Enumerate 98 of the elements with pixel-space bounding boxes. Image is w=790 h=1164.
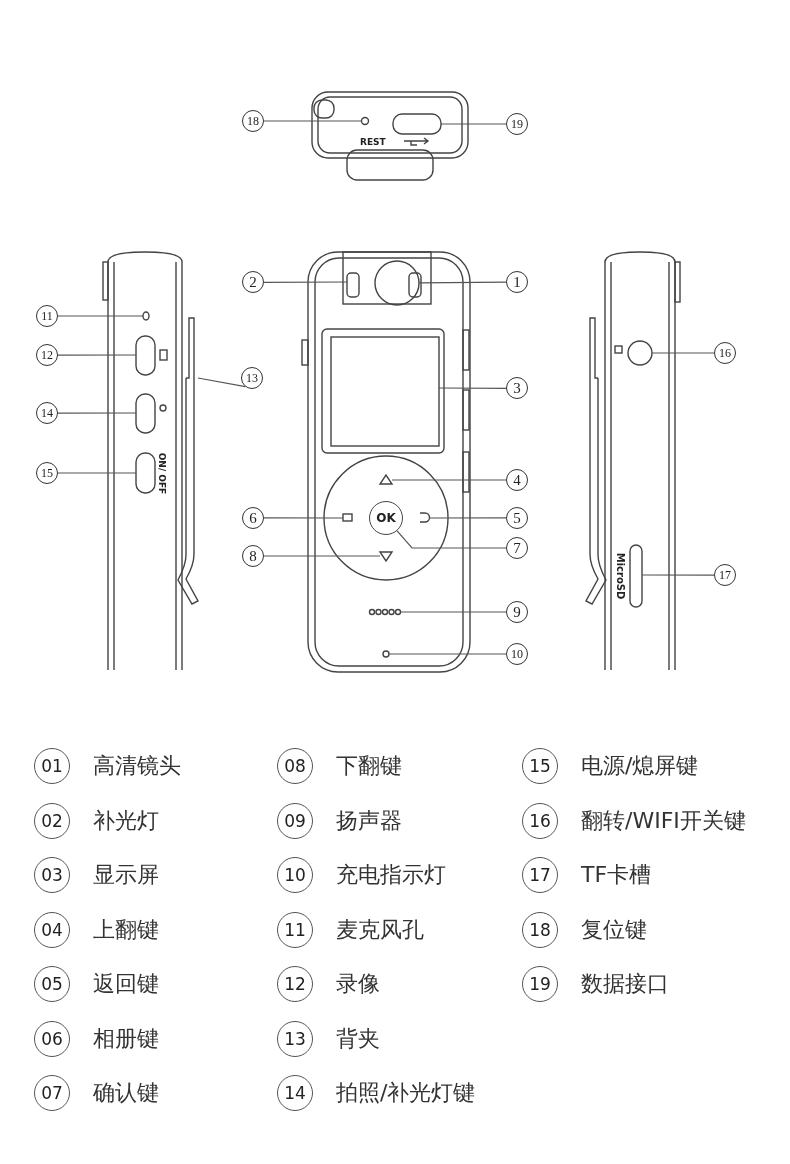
part-name: 数据接口	[581, 973, 669, 995]
leader-line	[57, 472, 137, 474]
leader-line	[263, 555, 381, 557]
leader-line	[418, 281, 507, 284]
part-name: TF卡槽	[581, 864, 652, 886]
device-label: REST	[360, 138, 386, 147]
reset-hole	[360, 116, 370, 126]
up-arrow-icon	[378, 473, 394, 485]
part-name: 拍照/补光灯键	[336, 1082, 476, 1104]
callout-number: 18	[242, 110, 264, 132]
callout-number: 12	[36, 344, 58, 366]
leader-line	[396, 530, 507, 549]
return-icon	[419, 512, 431, 523]
album-icon	[342, 513, 353, 522]
card-slot	[629, 544, 643, 608]
callout-number: 2	[242, 271, 264, 293]
leader-line	[438, 387, 507, 389]
screen	[330, 336, 440, 447]
record-button	[135, 335, 156, 376]
part-name: 充电指示灯	[336, 864, 446, 886]
callout-number: 11	[36, 305, 58, 327]
leader-line	[57, 315, 144, 317]
speaker-grille	[368, 608, 402, 616]
lens	[374, 260, 420, 306]
fill-light	[346, 272, 360, 298]
photo-button	[135, 393, 156, 434]
back-clip	[177, 317, 199, 605]
callout-number: 8	[242, 545, 264, 567]
callout-number: 7	[506, 537, 528, 559]
part-name: 确认键	[93, 1082, 159, 1104]
leader-line	[641, 574, 715, 576]
number-badge: 07	[34, 1075, 70, 1111]
indicator-light	[382, 650, 390, 658]
callout-number: 17	[714, 564, 736, 586]
leader-line	[440, 123, 507, 125]
callout-number: 15	[36, 462, 58, 484]
usb-port	[392, 113, 442, 135]
leader-line	[57, 354, 137, 356]
part-name: 背夹	[336, 1027, 380, 1050]
number-badge: 10	[277, 857, 313, 893]
leader-line	[388, 653, 507, 655]
callout-number: 16	[714, 342, 736, 364]
part-name: 高清镜头	[93, 755, 181, 777]
ok-button: OK	[369, 501, 403, 535]
rotated-label: ON/ OFF	[157, 452, 167, 494]
part-name: 复位键	[581, 918, 647, 941]
callout-number: 9	[506, 601, 528, 623]
number-badge: 02	[34, 802, 70, 839]
number-badge: 11	[277, 911, 313, 948]
rotated-label: MicroSD	[614, 552, 625, 600]
number-badge: 13	[277, 1020, 313, 1057]
number-badge: 15	[522, 748, 558, 784]
leader-line	[263, 517, 344, 519]
callout-number: 1	[506, 271, 528, 293]
number-badge: 16	[522, 802, 558, 839]
part-name: 相册键	[93, 1027, 159, 1050]
leader-line	[197, 377, 246, 388]
number-badge: 03	[34, 857, 70, 893]
callout-number: 5	[506, 507, 528, 529]
down-arrow-icon	[378, 551, 394, 563]
part-name: 上翻键	[93, 918, 159, 941]
callout-number: 14	[36, 402, 58, 424]
callout-number: 10	[506, 643, 528, 665]
part-name: 补光灯	[93, 809, 159, 832]
callout-number: 19	[506, 113, 528, 135]
leader-line	[263, 120, 363, 122]
number-badge: 09	[277, 802, 313, 839]
part-name: 录像	[336, 973, 380, 995]
part-name: 扬声器	[336, 809, 402, 832]
number-badge: 17	[522, 857, 558, 893]
number-badge: 04	[34, 911, 70, 948]
part-name: 返回键	[93, 973, 159, 995]
callout-number: 6	[242, 507, 264, 529]
mic-hole	[142, 311, 150, 321]
number-badge: 05	[34, 966, 70, 1002]
part-name: 下翻键	[336, 755, 402, 777]
leader-line	[57, 412, 137, 414]
leader-line	[428, 517, 507, 519]
part-name: 麦克风孔	[336, 918, 424, 941]
part-name: 翻转/WIFI开关键	[581, 809, 746, 832]
number-badge: 08	[277, 748, 313, 784]
leader-line	[391, 479, 507, 481]
callout-number: 13	[241, 367, 263, 389]
number-badge: 14	[277, 1075, 313, 1111]
callout-number: 3	[506, 377, 528, 399]
flip-switch	[627, 340, 653, 366]
part-name: 电源/熄屏键	[581, 755, 699, 777]
power-button	[135, 452, 156, 494]
leader-line	[263, 281, 348, 283]
number-badge: 19	[522, 966, 558, 1002]
number-badge: 18	[522, 911, 558, 948]
number-badge: 06	[34, 1020, 70, 1057]
leader-line	[651, 352, 715, 354]
part-name: 显示屏	[93, 864, 159, 886]
number-badge: 01	[34, 748, 70, 784]
number-badge: 12	[277, 966, 313, 1002]
callout-number: 4	[506, 469, 528, 491]
leader-line	[400, 611, 507, 613]
